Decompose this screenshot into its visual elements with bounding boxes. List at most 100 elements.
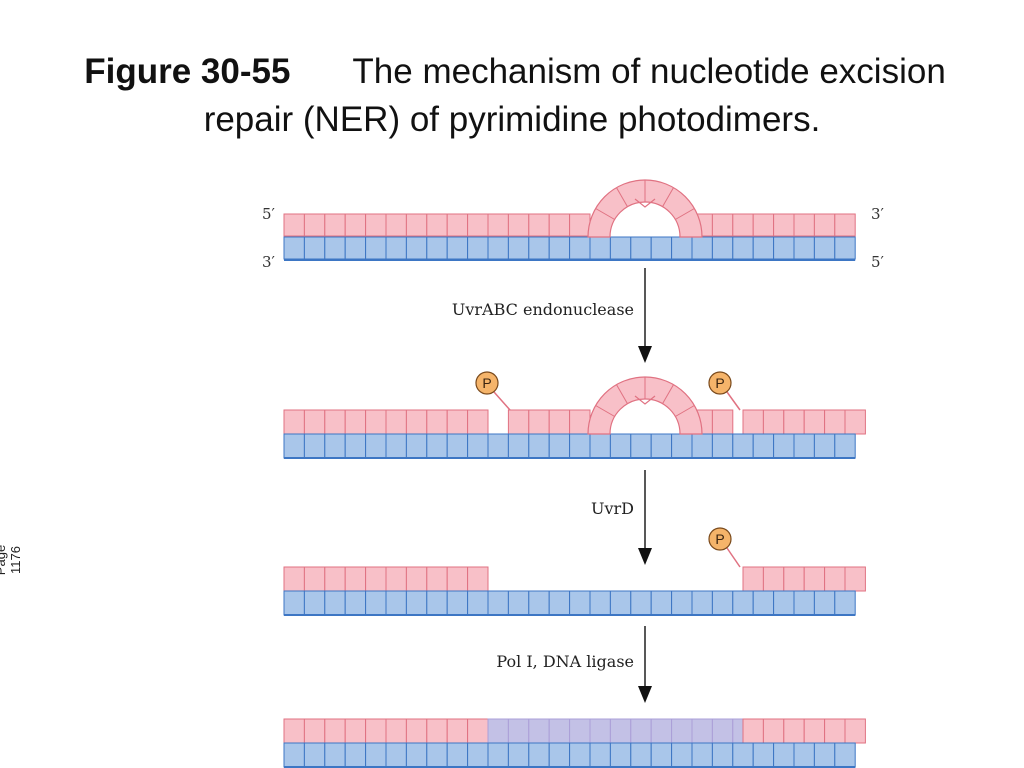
nucleotide xyxy=(569,236,591,260)
nucleotide xyxy=(426,433,448,459)
nucleotide xyxy=(507,409,530,435)
figure-number: Figure 30-55 xyxy=(84,52,291,91)
repair-patch-nucleotide xyxy=(711,718,734,744)
nucleotide xyxy=(813,742,836,768)
nucleotide xyxy=(324,718,346,744)
dimer-divider xyxy=(662,384,674,404)
nucleotide xyxy=(426,409,448,435)
nucleotide xyxy=(344,433,367,459)
nucleotide xyxy=(844,566,866,592)
nucleotide xyxy=(405,409,428,435)
nucleotide xyxy=(752,433,775,459)
dna-stage-1: 5′ 3′ 3′ 5′ xyxy=(262,179,885,271)
nucleotide xyxy=(783,409,805,435)
nucleotide xyxy=(589,590,611,616)
nucleotide xyxy=(528,433,550,459)
nucleotide xyxy=(385,213,407,237)
dimer-arch xyxy=(587,376,703,435)
nucleotide xyxy=(446,566,469,592)
nucleotide xyxy=(742,718,764,744)
phosphate-label-right: P xyxy=(715,375,724,391)
nucleotide xyxy=(467,433,489,459)
nucleotide xyxy=(324,566,346,592)
nucleotide xyxy=(773,590,795,616)
step-arrow-3: Pol I, DNA ligase xyxy=(496,626,652,703)
nucleotide xyxy=(467,566,489,592)
nucleotide xyxy=(630,590,652,616)
nucleotide xyxy=(303,213,326,237)
dimer-divider xyxy=(675,208,695,220)
nucleotide xyxy=(671,590,693,616)
nucleotide xyxy=(793,433,815,459)
nucleotide xyxy=(650,742,673,768)
template-strand xyxy=(283,433,856,459)
nucleotide xyxy=(650,236,673,260)
phosphate-icon-right xyxy=(708,371,732,395)
nucleotide xyxy=(569,742,591,768)
phosphate-link-right xyxy=(726,547,741,568)
nucleotide xyxy=(569,590,591,616)
damaged-strand xyxy=(283,213,856,237)
nucleotide xyxy=(426,566,448,592)
nucleotide xyxy=(813,213,836,237)
end-label-bottom-left: 3′ xyxy=(262,253,276,271)
nucleotide xyxy=(344,718,367,744)
dimer-divider xyxy=(662,187,674,207)
nucleotide xyxy=(467,236,489,260)
nucleotide xyxy=(283,718,305,744)
nucleotide xyxy=(324,742,346,768)
nucleotide xyxy=(283,742,305,768)
nucleotide xyxy=(507,213,530,237)
repair-patch-nucleotide xyxy=(671,718,693,744)
nucleotide xyxy=(711,409,734,435)
nucleotide xyxy=(303,409,326,435)
nucleotide xyxy=(752,742,775,768)
nucleotide xyxy=(630,742,652,768)
title-line-2: repair (NER) of pyrimidine photodimers. xyxy=(203,100,821,139)
nucleotide xyxy=(650,590,673,616)
dna-stage-4 xyxy=(283,718,866,768)
nucleotide xyxy=(405,236,428,260)
nucleotide xyxy=(426,213,448,237)
nucleotide xyxy=(528,742,550,768)
nucleotide xyxy=(446,742,469,768)
nucleotide xyxy=(365,742,387,768)
nucleotide xyxy=(783,718,805,744)
step-label-1: UvrABC endonuclease xyxy=(452,300,634,319)
title-line-1: The mechanism of nucleotide excision xyxy=(352,52,946,91)
nucleotide xyxy=(691,590,713,616)
nucleotide xyxy=(548,409,571,435)
nucleotide xyxy=(385,566,407,592)
nucleotide xyxy=(630,433,652,459)
nucleotide xyxy=(528,236,550,260)
dimer-crosslink xyxy=(634,395,656,405)
nucleotide xyxy=(711,236,734,260)
photodimer-bulge xyxy=(587,376,703,435)
template-strand xyxy=(283,742,856,768)
nucleotide xyxy=(609,742,632,768)
nucleotide xyxy=(569,409,591,435)
step-arrow-1: UvrABC endonuclease xyxy=(452,268,652,363)
dimer-divider xyxy=(595,208,615,220)
phosphate-link-left xyxy=(493,391,511,411)
nucleotide xyxy=(711,433,734,459)
nucleotide xyxy=(344,409,367,435)
nucleotide xyxy=(507,742,530,768)
nucleotide xyxy=(844,718,866,744)
repair-patch-nucleotide xyxy=(589,718,611,744)
nucleotide xyxy=(528,590,550,616)
nucleotide xyxy=(487,213,509,237)
end-label-top-left: 5′ xyxy=(262,205,276,223)
dimer-divider xyxy=(616,384,628,404)
nucleotide xyxy=(507,236,530,260)
nucleotide xyxy=(528,213,550,237)
nucleotide xyxy=(344,236,367,260)
nucleotide xyxy=(548,590,571,616)
nucleotide xyxy=(609,433,632,459)
nucleotide xyxy=(793,590,815,616)
nucleotide xyxy=(365,566,387,592)
nucleotide xyxy=(283,590,305,616)
template-strand xyxy=(283,236,856,261)
phosphate-link-right xyxy=(726,391,741,411)
nucleotide xyxy=(773,236,795,260)
